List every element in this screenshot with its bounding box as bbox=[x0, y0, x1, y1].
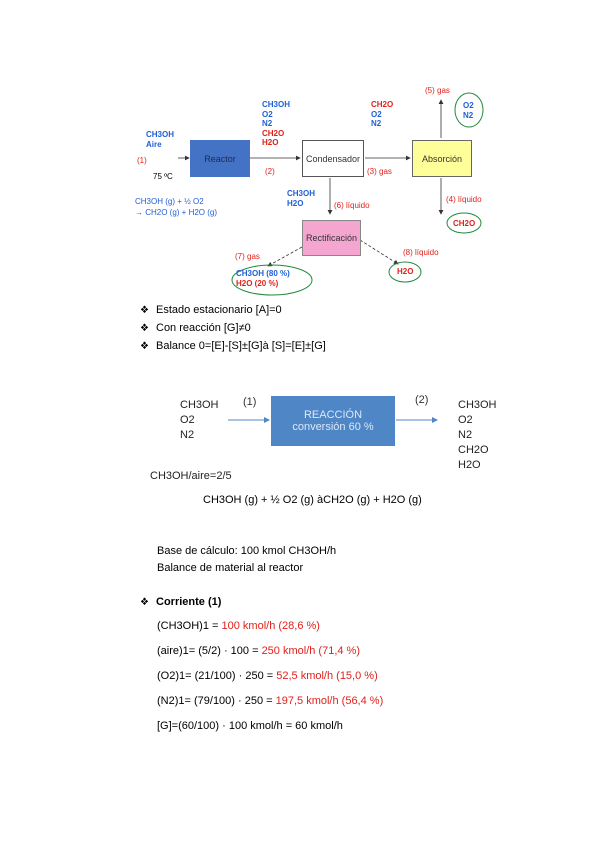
stream3-composition: CH2O O2 N2 bbox=[371, 100, 393, 129]
ellipse-stream4 bbox=[446, 212, 482, 234]
reaction-out-label: (2) bbox=[415, 394, 429, 406]
s3-n2: N2 bbox=[371, 119, 382, 128]
s7-h2o: H2O (20 %) bbox=[236, 278, 279, 288]
section-title: ❖Corriente (1) bbox=[140, 596, 222, 608]
stream6-composition: CH3OH H2O bbox=[287, 189, 315, 208]
calc-line: [G]=(60/100) · 100 kmol/h = 60 kmol/h bbox=[157, 720, 343, 732]
stream5-composition: O2 N2 bbox=[463, 101, 474, 120]
s2-o2: O2 bbox=[262, 109, 273, 119]
output-n2: N2 bbox=[458, 429, 473, 441]
bullet-item: ❖Con reacción [G]≠0 bbox=[140, 322, 251, 334]
reaction-in-label: (1) bbox=[243, 396, 257, 408]
absorption-box: Absorción bbox=[412, 140, 472, 177]
temperature-label: 75 ºC bbox=[153, 172, 173, 181]
input-o2: O2 bbox=[180, 414, 195, 426]
s5-o2: O2 bbox=[463, 101, 474, 110]
output-ch3oh: CH3OH bbox=[458, 399, 497, 411]
stream2-label: (2) bbox=[265, 167, 275, 176]
reaction-box-title: REACCIÓN bbox=[303, 409, 363, 421]
basis-line2: Balance de material al reactor bbox=[157, 562, 304, 574]
reaction-inputs: CH3OH O2 N2 bbox=[180, 398, 219, 443]
s2-ch3oh: CH3OH bbox=[262, 100, 291, 109]
calc-line: (CH3OH)1 = 100 kmol/h (28,6 %) bbox=[157, 620, 320, 632]
stream4-label: (4) líquido bbox=[446, 195, 482, 204]
reaction-equation: CH3OH (g) + ½ O2 (g) àCH2O (g) + H2O (g) bbox=[203, 494, 422, 506]
condenser-label: Condensador bbox=[305, 153, 361, 164]
calc-line: (aire)1= (5/2) · 100 = 250 kmol/h (71,4 … bbox=[157, 645, 360, 657]
feed-ch3oh: CH3OH bbox=[146, 130, 175, 139]
flow-reaction-line1: CH3OH (g) + ½ O2 bbox=[135, 197, 204, 206]
flow-diagram-lines bbox=[178, 92, 484, 296]
diamond-bullet-icon: ❖ bbox=[140, 305, 149, 316]
s6-ch3oh: CH3OH bbox=[287, 189, 316, 198]
condenser-box: Condensador bbox=[302, 140, 364, 177]
output-h2o: H2O bbox=[458, 459, 481, 471]
stream5-label: (5) gas bbox=[425, 86, 450, 95]
stream3-label: (3) gas bbox=[367, 167, 392, 176]
s2-n2: N2 bbox=[262, 119, 273, 128]
stream2-composition: CH3OH O2 N2 CH2O H2O bbox=[262, 100, 290, 148]
absorption-label: Absorción bbox=[421, 153, 463, 164]
reaction-box: REACCIÓN conversión 60 % bbox=[271, 396, 395, 446]
stream1-label: (1) bbox=[137, 156, 147, 165]
reaction-diagram-arrows bbox=[228, 417, 438, 423]
s3-ch2o: CH2O bbox=[371, 100, 394, 109]
rectification-label: Rectificación bbox=[305, 233, 358, 243]
diamond-bullet-icon: ❖ bbox=[140, 323, 149, 334]
ellipse-stream8 bbox=[388, 261, 422, 283]
rectification-box: Rectificación bbox=[302, 220, 361, 256]
s2-ch2o: CH2O bbox=[262, 128, 285, 138]
feed-aire: Aire bbox=[146, 139, 162, 149]
reactor-box: Reactor bbox=[190, 140, 250, 177]
diamond-bullet-icon: ❖ bbox=[140, 341, 149, 352]
ratio-text: CH3OH/aire=2/5 bbox=[150, 470, 232, 482]
reaction-outputs: CH3OH O2 N2 CH2O H2O bbox=[458, 398, 497, 473]
reactor-label: Reactor bbox=[204, 153, 236, 164]
ellipse-stream5 bbox=[454, 92, 484, 128]
bullet-item: ❖Balance 0=[E]-[S]±[G]à [S]=[E]±[G] bbox=[140, 340, 326, 352]
stream4-composition: CH2O bbox=[453, 219, 476, 228]
reaction-box-subtitle: conversión 60 % bbox=[292, 421, 374, 433]
output-ch2o: CH2O bbox=[458, 444, 489, 456]
input-ch3oh: CH3OH bbox=[180, 399, 219, 411]
stream7-label: (7) gas bbox=[235, 252, 260, 261]
stream8-label: (8) líquido bbox=[403, 248, 439, 257]
calc-line: (N2)1= (79/100) · 250 = 197,5 kmol/h (56… bbox=[157, 695, 384, 707]
feed-composition: CH3OH Aire bbox=[146, 130, 174, 149]
basis-line1: Base de cálculo: 100 kmol CH3OH/h bbox=[157, 545, 337, 557]
ellipse-stream7 bbox=[231, 264, 313, 296]
input-n2: N2 bbox=[180, 429, 195, 441]
s2-h2o: H2O bbox=[262, 138, 279, 147]
stream8-composition: H2O bbox=[397, 267, 414, 276]
flow-reaction-line2: → CH2O (g) + H2O (g) bbox=[135, 208, 218, 217]
output-o2: O2 bbox=[458, 414, 473, 426]
s5-n2: N2 bbox=[463, 110, 474, 120]
bullet-item: ❖Estado estacionario [A]=0 bbox=[140, 304, 282, 316]
s3-o2: O2 bbox=[371, 109, 382, 119]
s7-ch3oh: CH3OH (80 %) bbox=[236, 269, 290, 278]
calc-line: (O2)1= (21/100) · 250 = 52,5 kmol/h (15,… bbox=[157, 670, 378, 682]
stream7-composition: CH3OH (80 %) H2O (20 %) bbox=[236, 269, 290, 288]
stream6-label: (6) líquido bbox=[334, 201, 370, 210]
diamond-bullet-icon: ❖ bbox=[140, 597, 149, 608]
s6-h2o: H2O bbox=[287, 198, 304, 208]
